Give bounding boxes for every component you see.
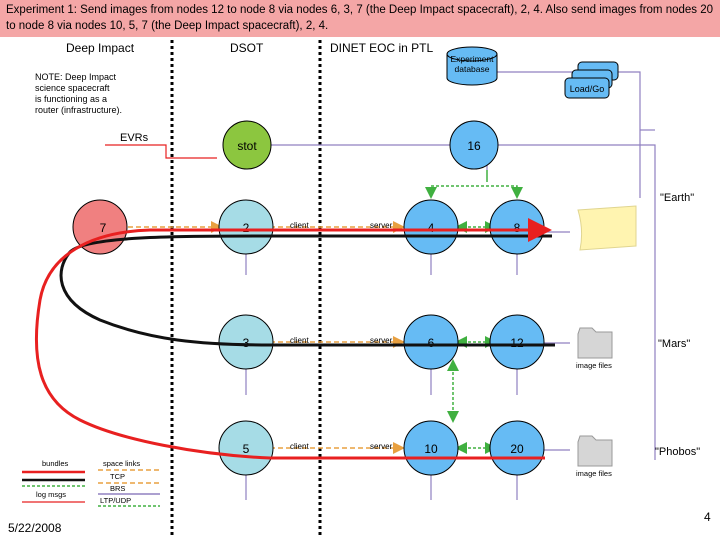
legend: bundles log msgs space links TCP BRS LTP… bbox=[22, 459, 160, 507]
experiment-db-label-1: Experiment bbox=[451, 54, 495, 64]
node-3-label: 3 bbox=[243, 336, 250, 350]
node-20-label: 20 bbox=[510, 442, 524, 456]
column-title-dsot: DSOT bbox=[230, 41, 264, 55]
note-line-3: is functioning as a bbox=[35, 94, 107, 104]
phobos-folder-icon bbox=[577, 435, 613, 467]
note: NOTE: Deep Impact science spacecraft is … bbox=[35, 72, 122, 115]
mars-image-files-label: image files bbox=[576, 361, 612, 370]
legend-brs-label: BRS bbox=[110, 484, 125, 493]
node-12 bbox=[489, 314, 545, 370]
experiment-db-label-2: database bbox=[455, 64, 490, 74]
node-16-label: 16 bbox=[467, 139, 481, 153]
node-2-label: 2 bbox=[243, 221, 250, 235]
column-title-dinet-eoc: DINET EOC in PTL bbox=[330, 41, 433, 55]
node-7-label: 7 bbox=[100, 221, 107, 235]
note-line-1: NOTE: Deep Impact bbox=[35, 72, 117, 82]
node-20 bbox=[489, 420, 545, 476]
experiment-database: Experiment database bbox=[446, 46, 498, 86]
server-label-1: server bbox=[370, 221, 393, 230]
column-title-deep-impact: Deep Impact bbox=[66, 41, 135, 55]
bundle-path-12-to-8 bbox=[59, 234, 555, 347]
note-line-4: router (infrastructure). bbox=[35, 105, 122, 115]
client-label-1: client bbox=[290, 221, 309, 230]
evrs-link bbox=[105, 144, 217, 159]
ltp-link-4-8 bbox=[425, 185, 523, 199]
legend-space-links-label: space links bbox=[103, 459, 140, 468]
node-3 bbox=[218, 314, 274, 370]
page-number: 4 bbox=[704, 510, 711, 524]
note-line-2: science spacecraft bbox=[35, 83, 110, 93]
client-label-3: client bbox=[290, 442, 309, 451]
earth-label: "Earth" bbox=[660, 192, 694, 204]
node-4 bbox=[403, 199, 459, 255]
server-label-2: server bbox=[370, 336, 393, 345]
node-16 bbox=[449, 120, 499, 170]
node-10-label: 10 bbox=[424, 442, 438, 456]
node-4-label: 4 bbox=[428, 221, 435, 235]
earth-document bbox=[577, 205, 637, 251]
load-go-stack: Load/Go bbox=[564, 61, 619, 99]
client-label-2: client bbox=[290, 336, 309, 345]
node-10 bbox=[403, 420, 459, 476]
node-6-label: 6 bbox=[428, 336, 435, 350]
node-6 bbox=[403, 314, 459, 370]
evrs-label: EVRs bbox=[120, 132, 149, 144]
experiment-title: Experiment 1: Send images from nodes 12 … bbox=[0, 0, 720, 37]
legend-log-msgs-label: log msgs bbox=[36, 490, 66, 499]
phobos-image-files-label: image files bbox=[576, 469, 612, 478]
server-label-3: server bbox=[370, 442, 393, 451]
mars-label: "Mars" bbox=[658, 338, 690, 350]
load-go-label: Load/Go bbox=[570, 84, 605, 94]
node-2 bbox=[218, 199, 274, 255]
node-5 bbox=[218, 420, 274, 476]
mars-folder-icon bbox=[577, 327, 613, 359]
node-8-label: 8 bbox=[514, 221, 521, 235]
node-12-label: 12 bbox=[510, 336, 524, 350]
legend-tcp-label: TCP bbox=[110, 472, 125, 481]
footer-date: 5/22/2008 bbox=[8, 521, 62, 535]
legend-ltp-udp-label: LTP/UDP bbox=[100, 496, 131, 505]
node-5-label: 5 bbox=[243, 442, 250, 456]
phobos-label: "Phobos" bbox=[655, 446, 700, 458]
node-stot-label: stot bbox=[237, 139, 257, 153]
bundle-path-20-to-8 bbox=[34, 218, 552, 460]
legend-bundles-label: bundles bbox=[42, 459, 69, 468]
node-stot bbox=[222, 120, 272, 170]
